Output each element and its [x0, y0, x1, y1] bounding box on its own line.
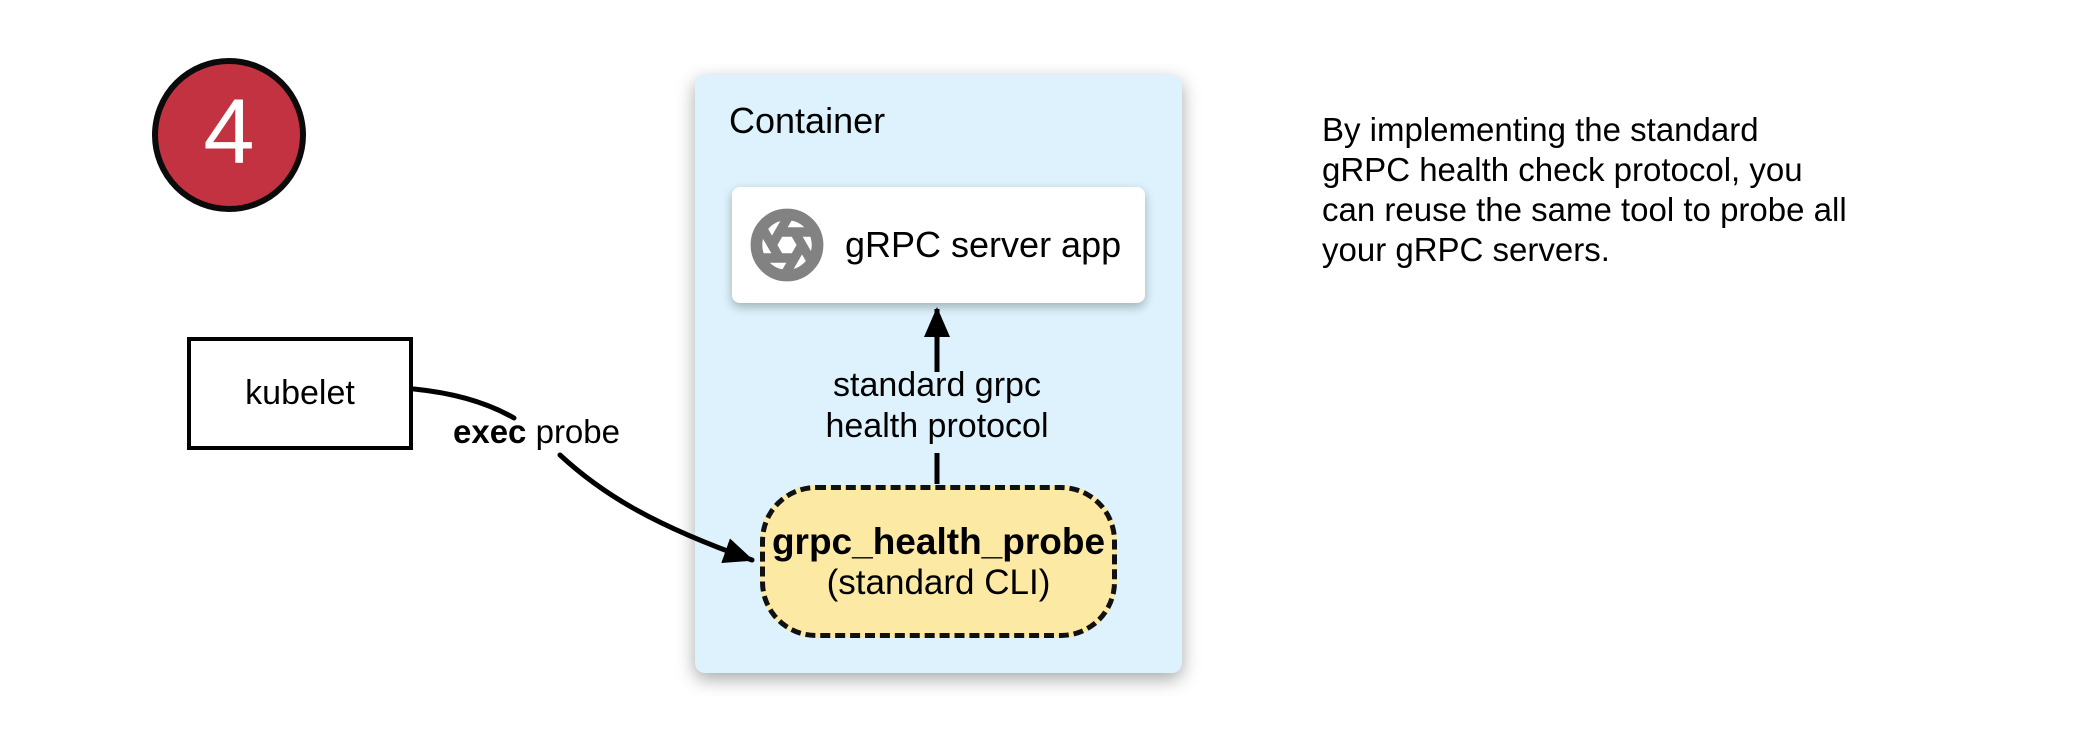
container-title: Container: [729, 100, 886, 141]
note-line-4: your gRPC servers.: [1322, 231, 1610, 268]
grpc-server-node: gRPC server app: [732, 187, 1145, 303]
note-paragraph: By implementing the standard gRPC health…: [1322, 110, 1847, 270]
note-line-1: By implementing the standard: [1322, 111, 1759, 148]
health-protocol-label: standard grpc health protocol: [787, 365, 1087, 447]
grpc-health-probe-node: grpc_health_probe (standard CLI): [760, 485, 1117, 638]
health-protocol-label-line1: standard grpc: [833, 366, 1041, 404]
exec-probe-label: exec probe: [453, 412, 620, 452]
aperture-icon: [748, 206, 826, 284]
note-line-3: can reuse the same tool to probe all: [1322, 191, 1847, 228]
note-line-2: gRPC health check protocol, you: [1322, 151, 1803, 188]
exec-probe-label-bold: exec: [453, 413, 527, 450]
grpc-health-probe-subtitle: (standard CLI): [826, 562, 1051, 602]
kubelet-label: kubelet: [245, 374, 355, 412]
grpc-health-probe-title: grpc_health_probe: [771, 520, 1106, 562]
step-number: 4: [203, 81, 255, 183]
container-panel: Container gRPC server app standard grpc …: [695, 75, 1182, 673]
step-badge: 4: [152, 58, 306, 212]
grpc-server-label: gRPC server app: [845, 224, 1122, 265]
kubelet-node: kubelet: [187, 337, 413, 450]
exec-probe-label-rest: probe: [526, 413, 620, 450]
health-protocol-label-line2: health protocol: [825, 407, 1049, 445]
